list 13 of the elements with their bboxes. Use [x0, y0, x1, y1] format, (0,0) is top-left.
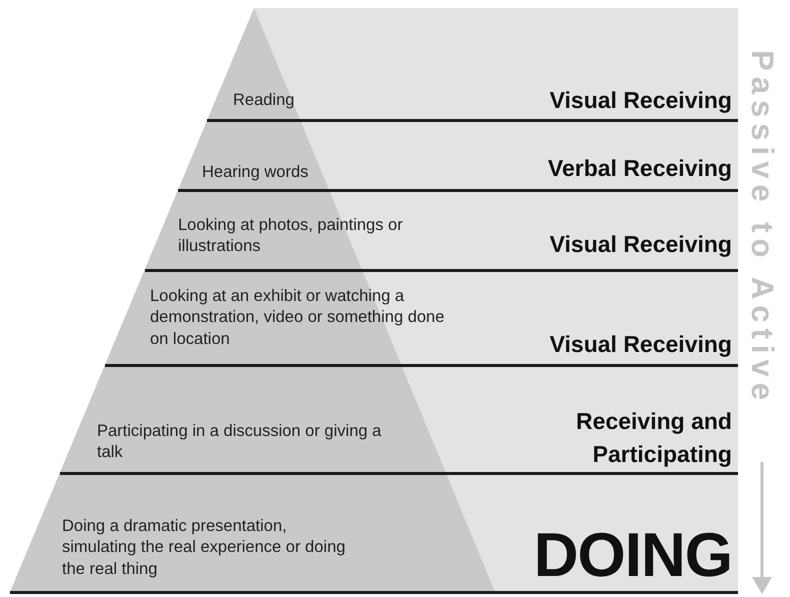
category-heading: DOING: [534, 525, 732, 587]
activity-text: Looking at photos, paintings or illustrations: [178, 215, 404, 258]
activity-text: Participating in a discussion or giving a talk: [96, 421, 382, 464]
category-heading: Visual Receiving: [550, 86, 732, 115]
activity-text: Hearing words: [202, 162, 310, 183]
axis-label: Passive to Active: [744, 50, 780, 406]
activity-text: Doing a dramatic presentation, simulating the real experience or doing the real thing: [62, 516, 346, 580]
category-heading: Verbal Receiving: [548, 154, 732, 183]
activity-text: Looking at an exhibit or watching a demonstration, video or something done on location: [150, 286, 446, 350]
category-heading: Visual Receiving: [550, 230, 732, 259]
category-heading: Receiving and Participating: [575, 407, 732, 470]
category-heading: Visual Receiving: [550, 330, 732, 359]
activity-text: Reading: [232, 90, 296, 111]
